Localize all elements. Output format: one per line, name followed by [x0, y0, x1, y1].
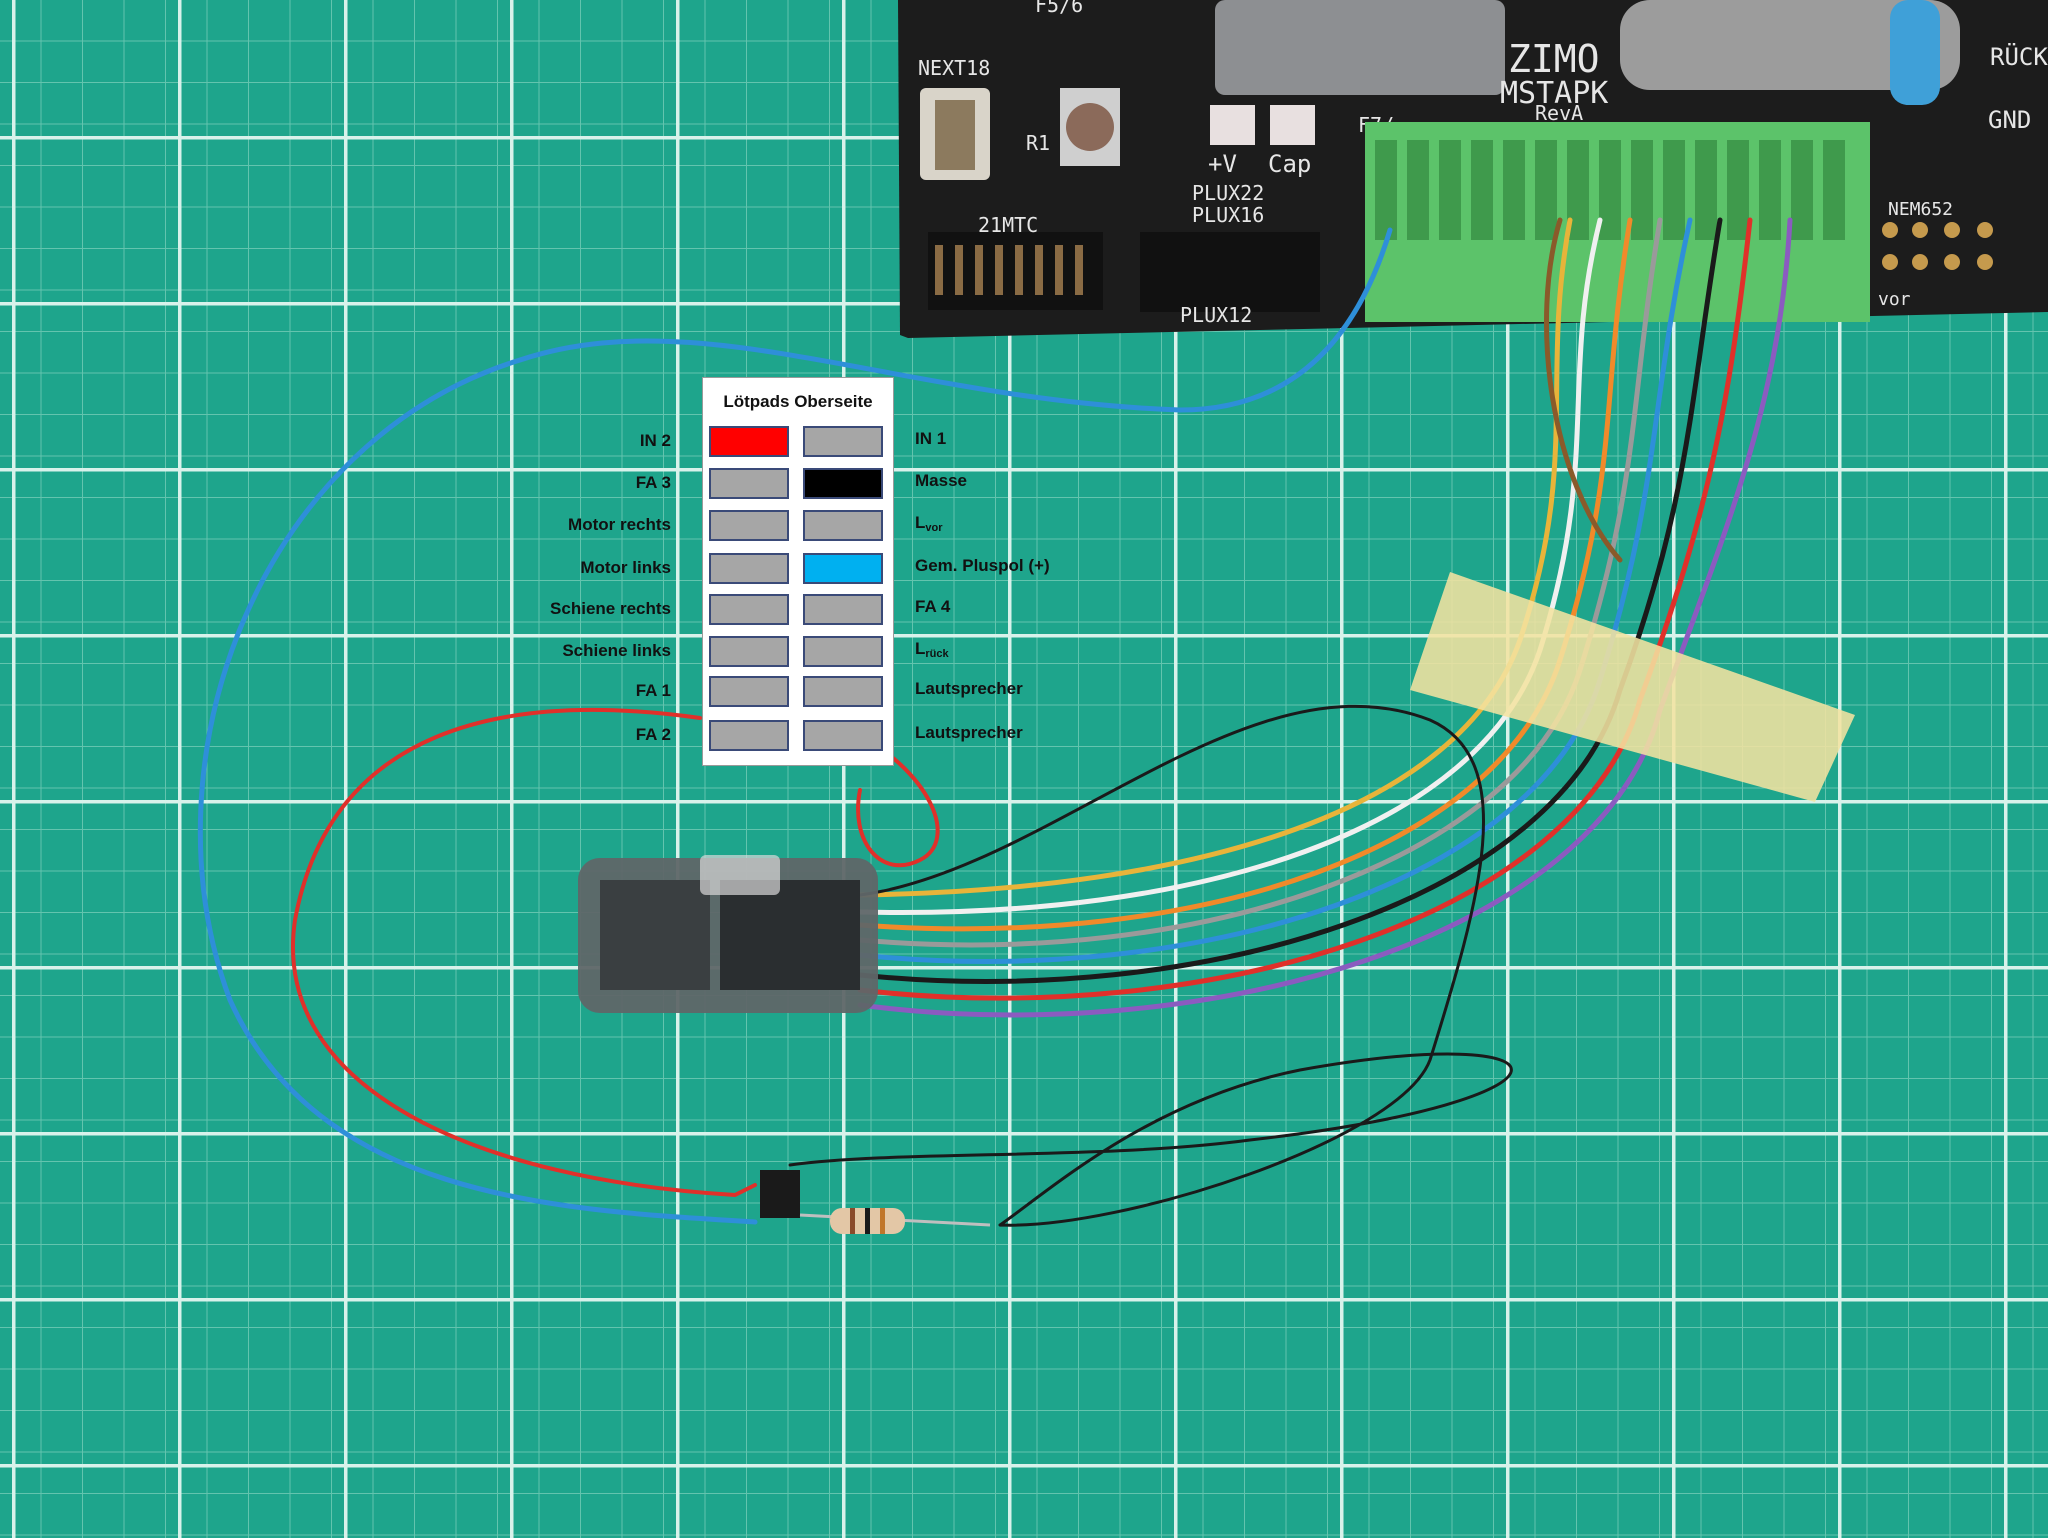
masking-tape — [1410, 572, 1855, 802]
pad-label-right: FA 4 — [915, 597, 950, 617]
label-21mtc: 21MTC — [978, 213, 1038, 237]
pad-label-left: Motor links — [580, 558, 671, 577]
pad-left — [709, 468, 789, 499]
label-plux16: PLUX16 — [1192, 203, 1264, 227]
label-plux22: PLUX22 — [1192, 181, 1264, 205]
pad-label-subscript: vor — [925, 522, 943, 534]
blue-wire — [197, 227, 1393, 1225]
label-f56: F5/6 — [1035, 0, 1083, 17]
pad-label-right-text: L — [915, 639, 926, 658]
pad-left — [709, 553, 789, 584]
pad-label-right-text: Lautsprecher — [915, 723, 1023, 742]
pad-label-right: Lrück — [915, 639, 949, 664]
pad-right — [803, 426, 883, 457]
pad-left — [709, 720, 789, 751]
pad-right — [803, 594, 883, 625]
pad-label-left: FA 1 — [635, 681, 671, 700]
label-nem652: NEM652 — [1888, 199, 1953, 220]
label-plus-v: +V — [1208, 150, 1237, 178]
pad-label-right-text: Gem. Pluspol (+) — [915, 556, 1050, 575]
pad-label-right: Lautsprecher — [915, 723, 1023, 743]
pad-label-left: FA 2 — [635, 725, 671, 744]
pad-label-right: Masse — [915, 471, 967, 491]
pad-label-right: IN 1 — [915, 429, 946, 449]
label-cap: Cap — [1268, 150, 1311, 178]
pad-label-right-text: L — [915, 513, 926, 532]
pad-right — [803, 468, 883, 499]
pad-left — [709, 426, 789, 457]
pad-label-left: IN 2 — [639, 431, 671, 450]
pad-right — [803, 676, 883, 707]
pad-label-right-text: FA 4 — [915, 597, 951, 616]
label-ruck: RÜCK — [1990, 42, 2048, 71]
pad-right — [803, 720, 883, 751]
pad-label-right: Lvor — [915, 513, 943, 538]
pad-right — [803, 553, 883, 584]
pad-right — [803, 510, 883, 541]
pad-right — [803, 636, 883, 667]
pad-label-right-text: Lautsprecher — [915, 679, 1023, 698]
label-r1: R1 — [1026, 131, 1050, 155]
components — [760, 1170, 991, 1234]
black-wire-loop — [788, 704, 1513, 1227]
legend-title: Lötpads Oberseite — [723, 392, 873, 411]
pad-label-right: Gem. Pluspol (+) — [915, 556, 1050, 576]
red-wire-loop — [291, 708, 940, 1198]
pad-label-left: Schiene rechts — [550, 599, 671, 618]
pad-left — [709, 594, 789, 625]
pad-left — [709, 676, 789, 707]
board-model: MSTAPK — [1500, 76, 1608, 111]
label-vor: vor — [1878, 289, 1911, 310]
label-plux12: PLUX12 — [1180, 303, 1252, 327]
pad-label-right-text: IN 1 — [915, 429, 947, 448]
board-revision: RevA — [1535, 101, 1583, 125]
pad-left — [709, 636, 789, 667]
decoder-module — [578, 855, 878, 1013]
solder-pad-legend: Lötpads Oberseite — [702, 377, 894, 766]
pad-label-left: Motor rechts — [568, 515, 671, 534]
board-brand: ZIMO — [1508, 37, 1600, 81]
pad-label-right: Lautsprecher — [915, 679, 1023, 699]
pad-label-subscript: rück — [925, 648, 949, 660]
label-next18: NEXT18 — [918, 56, 990, 80]
pad-left — [709, 510, 789, 541]
pad-label-right-text: Masse — [915, 471, 967, 490]
pad-label-left: Schiene links — [562, 641, 671, 660]
label-gnd: GND — [1988, 106, 2031, 134]
pad-label-left: FA 3 — [635, 473, 671, 492]
